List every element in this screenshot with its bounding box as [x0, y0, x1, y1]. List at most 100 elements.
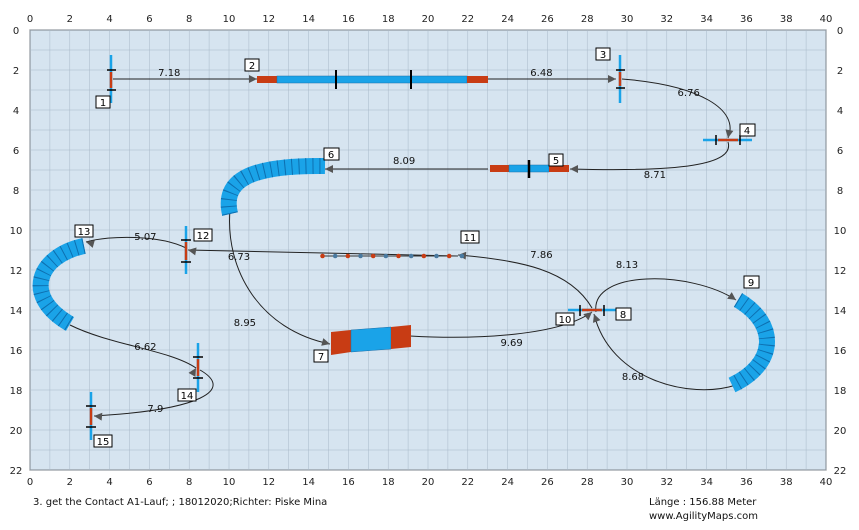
weave-pole	[332, 253, 338, 259]
y-tick-label: 12	[10, 266, 23, 277]
path-14-15	[93, 369, 214, 417]
x-tick-label: 4	[106, 477, 112, 488]
y-tick-label: 2	[13, 66, 19, 77]
x-tick-label: 20	[422, 14, 435, 25]
distance-label: 6.76	[678, 88, 700, 99]
label-obstacle-3: 3	[600, 50, 606, 61]
y-tick-label: 2	[837, 66, 843, 77]
path-arrows	[86, 75, 736, 421]
label-obstacle-12: 12	[197, 231, 210, 242]
weave-pole	[370, 253, 376, 259]
path-arrow	[608, 75, 616, 83]
y-tick-label: 18	[834, 386, 847, 397]
distance-label: 8.13	[616, 260, 638, 271]
label-obstacle-7: 7	[318, 352, 324, 363]
obstacle-3-jump	[616, 55, 625, 103]
weave-pole	[434, 253, 439, 259]
x-tick-label: 8	[186, 14, 192, 25]
path-4-5	[569, 141, 730, 171]
y-tick-label: 22	[10, 466, 23, 477]
x-tick-label: 8	[186, 477, 192, 488]
x-tick-label: 36	[740, 477, 753, 488]
distance-label: 6.73	[228, 252, 250, 263]
path-6-7	[229, 209, 331, 345]
axis-ticks: 0022446688101012121414161618182020222224…	[10, 14, 847, 488]
x-tick-label: 16	[342, 477, 355, 488]
y-tick-label: 4	[13, 106, 19, 117]
obstacle-11-weave	[320, 253, 465, 259]
distance-label: 7.86	[530, 250, 552, 261]
obstacle-1-jump	[107, 55, 116, 103]
distance-label: 6.48	[530, 68, 552, 79]
distance-label: 9.69	[500, 338, 522, 349]
label-obstacle-2: 2	[249, 61, 255, 72]
x-tick-label: 12	[262, 477, 275, 488]
x-tick-label: 40	[820, 14, 833, 25]
grid-lines	[29, 29, 827, 471]
x-tick-label: 2	[67, 477, 73, 488]
label-obstacle-14: 14	[181, 391, 194, 402]
website-link[interactable]: www.AgilityMaps.com	[649, 511, 759, 522]
path-3-4	[621, 78, 731, 139]
course-title: 3. get the Contact A1-Lauf; ; 18012020;R…	[33, 497, 328, 508]
x-tick-label: 16	[342, 14, 355, 25]
x-tick-label: 0	[27, 14, 33, 25]
x-tick-label: 18	[382, 14, 395, 25]
path-8-9	[595, 278, 737, 313]
x-tick-label: 40	[820, 477, 833, 488]
y-tick-label: 16	[10, 346, 23, 357]
y-tick-label: 20	[10, 426, 23, 437]
x-tick-label: 38	[780, 477, 793, 488]
weave-pole	[408, 253, 414, 259]
label-obstacle-10: 10	[559, 315, 572, 326]
path-arrow	[86, 240, 95, 248]
y-tick-label: 18	[10, 386, 23, 397]
y-tick-label: 4	[837, 106, 843, 117]
x-tick-label: 28	[581, 477, 594, 488]
path-arrow	[570, 165, 578, 173]
distance-label: 8.09	[393, 156, 415, 167]
x-tick-label: 14	[302, 477, 315, 488]
distance-label: 5.07	[134, 232, 156, 243]
x-tick-label: 36	[740, 14, 753, 25]
x-tick-label: 22	[461, 14, 474, 25]
x-tick-label: 34	[700, 14, 713, 25]
obstacle-14-jump	[193, 343, 203, 392]
path-13-14	[69, 324, 197, 369]
x-tick-label: 22	[461, 477, 474, 488]
weave-pole	[320, 253, 325, 259]
path-12-13	[85, 236, 187, 249]
path-arrow	[249, 75, 257, 83]
distance-label: 8.71	[644, 170, 666, 181]
obstacle-15-jump	[86, 392, 96, 440]
distance-label: 8.95	[234, 318, 256, 329]
y-tick-label: 10	[10, 226, 23, 237]
path-7-8	[409, 311, 593, 338]
weave-pole	[345, 253, 351, 259]
obstacle-13-tunnel	[32, 238, 86, 331]
label-obstacle-4: 4	[744, 126, 750, 137]
weave-pole	[358, 253, 363, 259]
y-tick-label: 22	[834, 466, 847, 477]
label-obstacle-9: 9	[748, 278, 754, 289]
y-tick-label: 16	[834, 346, 847, 357]
x-tick-label: 32	[660, 14, 673, 25]
y-tick-label: 14	[834, 306, 847, 317]
x-tick-label: 14	[302, 14, 315, 25]
weave-pole	[446, 253, 452, 259]
course-length: Länge : 156.88 Meter	[649, 497, 757, 508]
x-tick-label: 26	[541, 14, 554, 25]
path-arrow	[583, 312, 592, 321]
y-tick-label: 8	[13, 186, 19, 197]
x-tick-label: 4	[106, 14, 112, 25]
y-tick-label: 14	[10, 306, 23, 317]
x-tick-label: 26	[541, 477, 554, 488]
path-arrow	[321, 338, 330, 346]
x-tick-label: 0	[27, 477, 33, 488]
y-tick-label: 12	[834, 266, 847, 277]
path-arrow	[325, 165, 333, 173]
x-tick-label: 34	[700, 477, 713, 488]
distance-label: 8.68	[622, 372, 644, 383]
y-tick-label: 6	[13, 146, 19, 157]
